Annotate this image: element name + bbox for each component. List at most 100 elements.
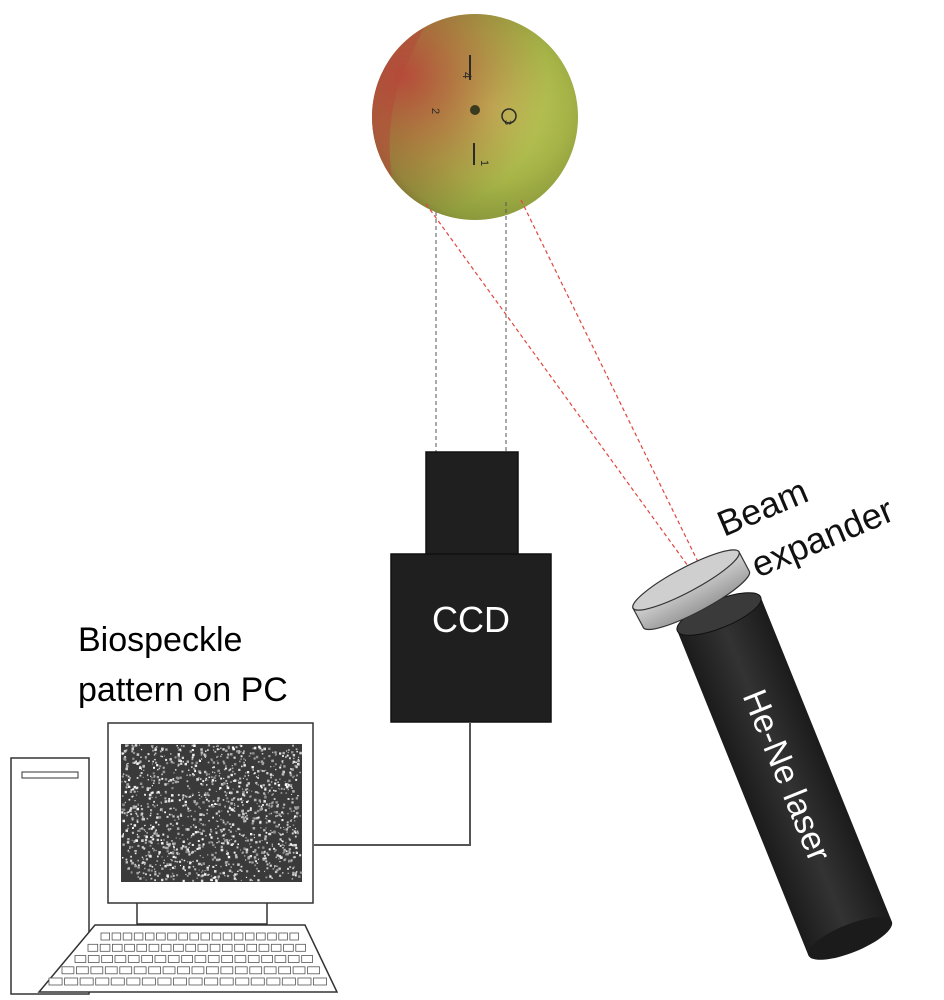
speckle-dot [286,793,287,794]
keyboard-key [134,933,143,940]
speckle-dot [217,826,219,828]
speckle-dot [221,811,222,812]
speckle-dot [273,821,275,823]
speckle-dot [187,761,189,763]
speckle-dot [258,805,260,807]
speckle-dot [139,744,140,745]
speckle-dot [211,875,212,876]
speckle-dot [182,761,184,763]
speckle-dot [254,758,256,760]
speckle-dot [189,788,191,790]
speckle-dot [250,846,252,848]
speckle-dot [137,834,138,835]
speckle-dot [218,803,221,806]
speckle-dot [234,803,235,804]
keyboard-key [178,967,190,974]
speckle-dot [126,829,129,832]
speckle-dot [139,872,140,873]
speckle-dot [279,767,281,769]
speckle-dot [123,820,126,823]
speckle-dot [151,878,153,880]
speckle-dot [242,791,245,794]
speckle-dot [218,878,219,879]
speckle-dot [150,825,151,826]
speckle-dot [226,864,228,866]
speckle-dot [250,833,252,835]
speckle-dot [165,792,167,794]
keyboard-key [205,978,218,985]
speckle-dot [126,765,128,768]
speckle-dot [264,853,265,854]
speckle-dot [231,808,234,811]
speckle-dot [139,762,141,764]
speckle-dot [234,807,236,809]
speckle-dot [147,803,149,805]
keyboard-key [128,956,139,963]
speckle-dot [215,780,216,781]
speckle-dot [192,795,193,796]
speckle-dot [173,847,175,849]
speckle-dot [155,797,157,799]
speckle-dot [157,839,159,841]
speckle-dot [193,866,195,868]
speckle-dot [139,877,141,879]
speckle-dot [226,850,228,852]
speckle-dot [280,765,281,766]
speckle-dot [188,866,190,868]
speckle-dot [169,843,171,845]
speckle-dot [144,825,145,826]
speckle-dot [123,773,124,774]
speckle-dot [237,847,239,849]
speckle-dot [128,867,130,869]
speckle-dot [278,804,279,805]
keyboard-key [88,956,99,963]
speckle-dot [236,879,237,880]
speckle-dot [288,873,289,874]
speckle-dot [257,879,259,881]
speckle-dot [206,799,208,801]
speckle-dot [182,794,184,796]
speckle-dot [246,779,248,781]
speckle-dot [241,866,242,867]
speckle-dot [198,874,200,876]
speckle-dot [219,775,220,776]
speckle-dot [136,872,139,875]
speckle-dot [260,748,262,750]
speckle-dot [261,750,263,752]
speckle-dot [266,815,268,817]
speckle-dot [173,875,175,877]
speckle-dot [202,780,204,782]
speckle-dot [278,832,279,833]
keyboard-key [251,978,264,985]
speckle-dot [293,824,295,826]
speckle-dot [264,851,266,853]
speckle-dot [271,781,272,782]
speckle-dot [201,823,202,824]
speckle-dot [169,814,171,816]
keyboard-key [157,933,166,940]
speckle-dot [154,805,156,807]
speckle-dot [255,791,257,793]
speckle-dot [281,819,283,821]
speckle-dot [162,750,164,752]
speckle-dot [288,780,290,782]
keyboard-key [142,956,153,963]
speckle-dot [251,861,253,863]
speckle-dot [159,765,161,767]
speckle-dot [125,768,128,771]
speckle-dot [143,877,144,878]
apple-mark-3: 3 [503,120,513,125]
speckle-dot [187,808,189,810]
speckle-dot [137,860,139,862]
speckle-dot [132,840,133,841]
speckle-dot [154,879,156,881]
speckle-dot [214,806,215,807]
speckle-dot [132,762,134,764]
speckle-dot [280,834,282,836]
speckle-dot [286,750,287,751]
speckle-dot [142,857,143,858]
speckle-dot [234,757,236,759]
speckle-dot [292,833,294,835]
monitor-stand [137,902,267,924]
speckle-dot [164,797,166,799]
